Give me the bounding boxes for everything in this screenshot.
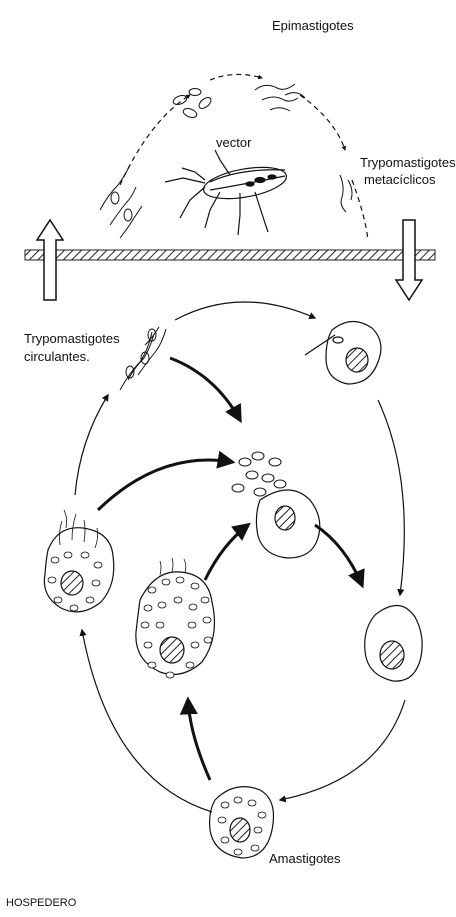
label-hospedero: HOSPEDERO (6, 897, 77, 909)
circulating-trypomastigotes (120, 327, 166, 390)
vector-cycle-arc-top (210, 74, 262, 80)
middle-to-center-arrow (205, 525, 248, 580)
vector-cycle-arc (120, 95, 190, 185)
label-trypomastigotes-metaciclicos-2: metacíclicos (364, 172, 436, 187)
epimastigote-parasites (172, 84, 305, 119)
right-cycle-arc (378, 400, 404, 595)
center-to-right-arrow (315, 525, 362, 585)
metacyclic-trypomastigotes (340, 175, 352, 212)
label-trypomastigotes-circulantes-1: Trypomastigotes (24, 331, 120, 346)
left-to-center-arrow (98, 460, 232, 510)
vector-cycle-arc-end (352, 180, 368, 240)
vector-trypomastigotes (100, 165, 142, 238)
center-host-cell (256, 490, 319, 558)
left-bursting-cell (44, 510, 113, 612)
right-to-amastigotes-arc (280, 700, 405, 800)
separator-band (25, 250, 435, 260)
lower-right-host-cell (365, 605, 422, 681)
label-vector: vector (216, 135, 252, 150)
host-entry-arc (175, 302, 315, 320)
vector-cycle-arc-right (300, 95, 345, 150)
vector-bug-illustration (165, 150, 289, 235)
circulating-to-cell-arrow (170, 358, 240, 420)
host-cell-invaded (305, 321, 381, 384)
label-trypomastigotes-metaciclicos-1: Trypomastigotes (360, 155, 456, 170)
label-epimastigotes: Epimastigotes (272, 18, 354, 33)
label-amastigotes: Amastigotes (269, 851, 341, 866)
amastigote-cell (210, 787, 274, 858)
released-parasites (232, 452, 286, 496)
amastigotes-to-middle-arrow (188, 700, 210, 780)
left-up-arc (75, 395, 108, 495)
amastigote-filled-cell (136, 558, 215, 678)
label-trypomastigotes-circulantes-2: circulantes. (24, 349, 90, 364)
